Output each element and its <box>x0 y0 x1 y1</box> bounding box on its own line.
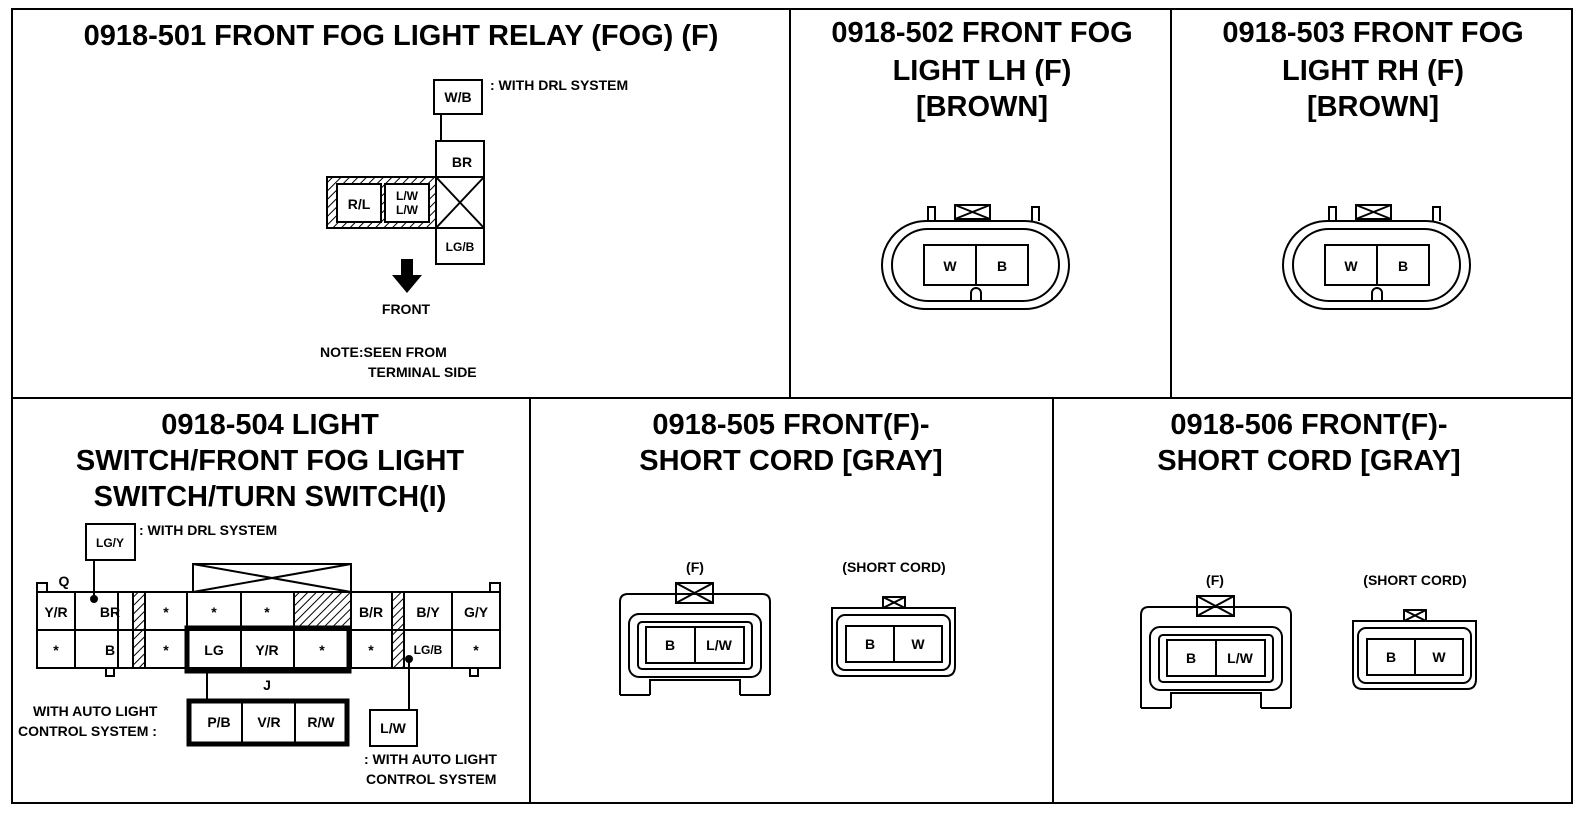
wire-label-lw: L/W <box>380 720 406 736</box>
terminal-lgb: LG/B <box>446 240 475 254</box>
terminal-lw-top: L/W <box>396 189 419 203</box>
cavity-q-label: Q <box>59 573 70 589</box>
short-cord-connector: (SHORT CORD) B W <box>831 559 956 677</box>
cavity-label: BR <box>100 604 120 620</box>
auto-light-label-2: CONTROL SYSTEM : <box>18 723 157 739</box>
panel-title-line: 0918-501 FRONT FOG LIGHT RELAY (FOG) (F) <box>84 20 719 52</box>
panel-title-line: 0918-504 LIGHT <box>161 409 379 441</box>
cavity-label: B <box>105 642 115 658</box>
splice-dot <box>90 595 98 603</box>
panel-title-line: SHORT CORD [GRAY] <box>639 445 942 477</box>
f-side-connector: (F) B L/W <box>1140 572 1292 709</box>
pin-label: W <box>943 258 957 274</box>
panel-0918-501: 0918-501 FRONT FOG LIGHT RELAY (FOG) (F)… <box>84 20 719 380</box>
panel-title-line: SHORT CORD [GRAY] <box>1157 445 1460 477</box>
cavity-label: * <box>264 604 270 620</box>
panel-0918-503: 0918-503 FRONT FOG LIGHT RH (F) [BROWN] … <box>1222 17 1524 310</box>
cavity-label: * <box>319 642 325 658</box>
panel-title-line: 0918-502 FRONT FOG <box>831 17 1132 49</box>
panel-title-line: 0918-505 FRONT(F)- <box>652 409 929 441</box>
short-cord-label: (SHORT CORD) <box>1363 572 1466 588</box>
cavity-label: * <box>163 642 169 658</box>
front-label: FRONT <box>382 301 431 317</box>
f-side-label: (F) <box>1206 572 1224 588</box>
cavity-label: B/Y <box>416 604 440 620</box>
cavity-label: LG/B <box>414 643 443 657</box>
panel-title-line: SWITCH/FRONT FOG LIGHT <box>76 445 465 477</box>
cavity-label: * <box>473 642 479 658</box>
pin-label: B <box>997 258 1007 274</box>
panel-title-line: 0918-506 FRONT(F)- <box>1170 409 1447 441</box>
drl-note: : WITH DRL SYSTEM <box>490 77 628 93</box>
auto-pin-label: V/R <box>257 714 280 730</box>
cavity-label: * <box>368 642 374 658</box>
f-side-connector: (F) B L/W <box>619 559 771 696</box>
terminal-lw-bottom: L/W <box>396 203 419 217</box>
panel-0918-505: 0918-505 FRONT(F)- SHORT CORD [GRAY] (F)… <box>619 409 956 696</box>
pin-label: W <box>1432 649 1446 665</box>
cavity-label: B/R <box>359 604 383 620</box>
panel-0918-506: 0918-506 FRONT(F)- SHORT CORD [GRAY] (F)… <box>1140 409 1477 709</box>
pin-label: L/W <box>1227 650 1253 666</box>
pin-label: B <box>1398 258 1408 274</box>
drl-note: : WITH DRL SYSTEM <box>139 522 277 538</box>
pin-label: B <box>865 636 875 652</box>
panel-grid <box>11 8 1573 804</box>
panel-0918-502: 0918-502 FRONT FOG LIGHT LH (F) [BROWN] … <box>831 17 1133 310</box>
note-line-1: NOTE:SEEN FROM <box>320 344 447 360</box>
f-side-label: (F) <box>686 559 704 575</box>
cavity-label: * <box>163 604 169 620</box>
pin-label: L/W <box>706 637 732 653</box>
pin-label: W <box>911 636 925 652</box>
panel-title-line: LIGHT RH (F) <box>1282 55 1464 87</box>
fog-light-connector: W B <box>1282 204 1471 310</box>
short-cord-label: (SHORT CORD) <box>842 559 945 575</box>
front-arrow-icon <box>392 259 422 293</box>
panel-title-line: SWITCH/TURN SWITCH(I) <box>94 481 447 513</box>
cavity-label: G/Y <box>464 604 489 620</box>
cavity-label: * <box>53 642 59 658</box>
pin-label: W <box>1344 258 1358 274</box>
panel-title-line: [BROWN] <box>1307 91 1439 123</box>
auto-note-1: : WITH AUTO LIGHT <box>364 751 497 767</box>
note-line-2: TERMINAL SIDE <box>368 364 477 380</box>
wire-label-lgy: LG/Y <box>96 536 124 550</box>
fog-light-connector: W B <box>881 204 1070 310</box>
wire-label-wb: W/B <box>444 89 471 105</box>
auto-pin-label: P/B <box>207 714 230 730</box>
auto-note-2: CONTROL SYSTEM <box>366 771 496 787</box>
cavity-label: Y/R <box>255 642 278 658</box>
panel-title-line: [BROWN] <box>916 91 1048 123</box>
terminal-rl: R/L <box>348 196 371 212</box>
cavity-label: Y/R <box>44 604 67 620</box>
cavity-label: * <box>211 604 217 620</box>
pin-label: B <box>1386 649 1396 665</box>
terminal-br: BR <box>452 154 472 170</box>
panel-title-line: LIGHT LH (F) <box>893 55 1072 87</box>
cavity-j-label: J <box>263 677 271 693</box>
auto-pin-label: R/W <box>307 714 335 730</box>
cavity-label: LG <box>204 642 224 658</box>
auto-light-label-1: WITH AUTO LIGHT <box>33 703 158 719</box>
panel-title-line: 0918-503 FRONT FOG <box>1222 17 1523 49</box>
pin-label: B <box>1186 650 1196 666</box>
short-cord-connector: (SHORT CORD) B W <box>1352 572 1477 690</box>
panel-0918-504: 0918-504 LIGHT SWITCH/FRONT FOG LIGHT SW… <box>18 409 501 787</box>
pin-label: B <box>665 637 675 653</box>
